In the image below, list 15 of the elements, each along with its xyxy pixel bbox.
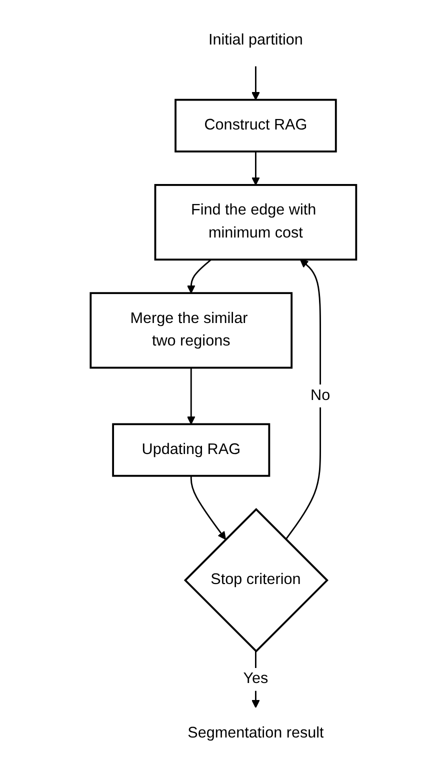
node-text: Segmentation result xyxy=(187,724,324,742)
node-box: Updating RAG xyxy=(112,423,270,477)
edge-label: Yes xyxy=(242,670,268,688)
arrow xyxy=(190,476,226,540)
arrow xyxy=(186,259,212,294)
arrow xyxy=(284,259,321,540)
arrow xyxy=(251,66,260,100)
node-box: Find the edge with minimum cost xyxy=(154,184,357,261)
node-diamond: Stop criterion xyxy=(183,508,328,653)
arrow xyxy=(251,152,260,186)
node-box: Construct RAG xyxy=(174,98,336,152)
node-box: Merge the similar two regions xyxy=(89,292,292,369)
arrow xyxy=(186,368,195,425)
edge-label: No xyxy=(310,387,330,404)
node-text: Initial partition xyxy=(208,32,303,48)
